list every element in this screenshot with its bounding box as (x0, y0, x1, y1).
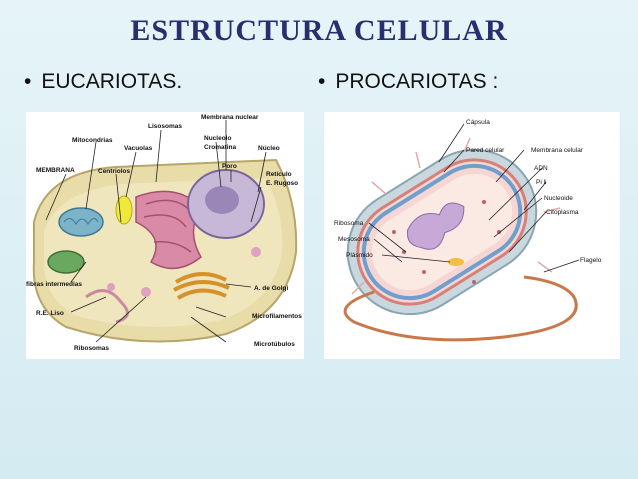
bacterium-body (346, 148, 538, 316)
label-ribosoma: Ribosoma (334, 220, 364, 227)
bullet-symbol: • (24, 70, 32, 93)
leader-lines (45, 120, 267, 343)
label-vacuolas: Vacuolas (124, 145, 153, 152)
label-nucleoide: Nucleoide (544, 195, 573, 202)
label-pili: Pi li (536, 179, 546, 186)
bullet-label: PROCARIOTAS : (335, 70, 499, 93)
leader-lines (368, 123, 580, 273)
eukaryote-diagram-panel: Lisosomas Membrana nuclear Mitocondrias … (26, 112, 304, 359)
label-golgi: A. de Golgi (254, 285, 289, 292)
rough-er (135, 190, 202, 270)
flagellum (343, 275, 578, 342)
bullet-eucariotas: • EUCARIOTAS. (24, 70, 182, 94)
mitochondrion (58, 207, 104, 237)
nucleoid (406, 202, 465, 250)
eukaryote-labels: Lisosomas Membrana nuclear Mitocondrias … (26, 114, 302, 352)
label-plasmido: Plásmido (346, 252, 373, 259)
lysosome (141, 287, 151, 297)
label-centriolos: Centriolos (98, 168, 131, 175)
prokaryote-labels: Cápsula Pared celular Membrana celular A… (334, 119, 602, 264)
bullet-symbol: • (318, 70, 326, 93)
cell-membrane (361, 163, 523, 301)
mitochondrion-cristae (63, 218, 99, 225)
slide-title: ESTRUCTURA CELULAR (130, 14, 508, 47)
prokaryote-cell-illustration: Cápsula Pared celular Membrana celular A… (334, 119, 602, 342)
label-capsula: Cápsula (466, 119, 490, 126)
label-pared-celular: Pared celular (466, 147, 505, 154)
bullet-procariotas: • PROCARIOTAS : (318, 70, 498, 94)
label-ribosomas: Ribosomas (74, 345, 109, 352)
label-nucleo: Núcleo (258, 145, 280, 152)
lysosome (251, 247, 261, 257)
label-citoplasma: Citoplasma (546, 209, 579, 216)
mitochondrion-2 (47, 250, 85, 274)
label-cromatina: Cromatina (204, 144, 237, 151)
nucleolus (205, 186, 239, 214)
label-lisosomas: Lisosomas (148, 123, 182, 130)
label-reticulo: Retículo (266, 171, 292, 178)
label-microtubulos: Microtúbulos (254, 341, 295, 348)
bullet-label: EUCARIOTAS. (41, 70, 183, 93)
label-fibras-intermedias: fibras intermedias (26, 281, 82, 288)
label-mesosoma: Mesosoma (338, 236, 370, 243)
label-e-rugoso: E. Rugoso (266, 180, 298, 187)
label-microfilamentos: Microfilamentos (252, 313, 302, 320)
golgi-apparatus (173, 272, 230, 300)
label-membrana-celular: Membrana celular (531, 147, 584, 154)
prokaryote-diagram-panel: Cápsula Pared celular Membrana celular A… (324, 112, 620, 359)
vacuole (115, 195, 133, 225)
label-mitocondrias: Mitocondrias (72, 137, 113, 144)
eukaryote-cell-illustration: Lisosomas Membrana nuclear Mitocondrias … (26, 114, 302, 352)
label-membrana: MEMBRANA (36, 167, 75, 174)
label-nucleolo: Nucleolo (204, 135, 231, 142)
label-poro: Poro (222, 163, 237, 170)
label-membrana-nuclear: Membrana nuclear (201, 114, 259, 121)
lysosome (107, 283, 115, 291)
plasmid (448, 258, 464, 266)
smooth-er (85, 289, 129, 324)
label-re-liso: R.E. Liso (36, 310, 64, 317)
label-adn: ADN (534, 165, 548, 172)
label-flagelo: Flagelo (580, 257, 602, 264)
ribosomes (392, 200, 501, 284)
